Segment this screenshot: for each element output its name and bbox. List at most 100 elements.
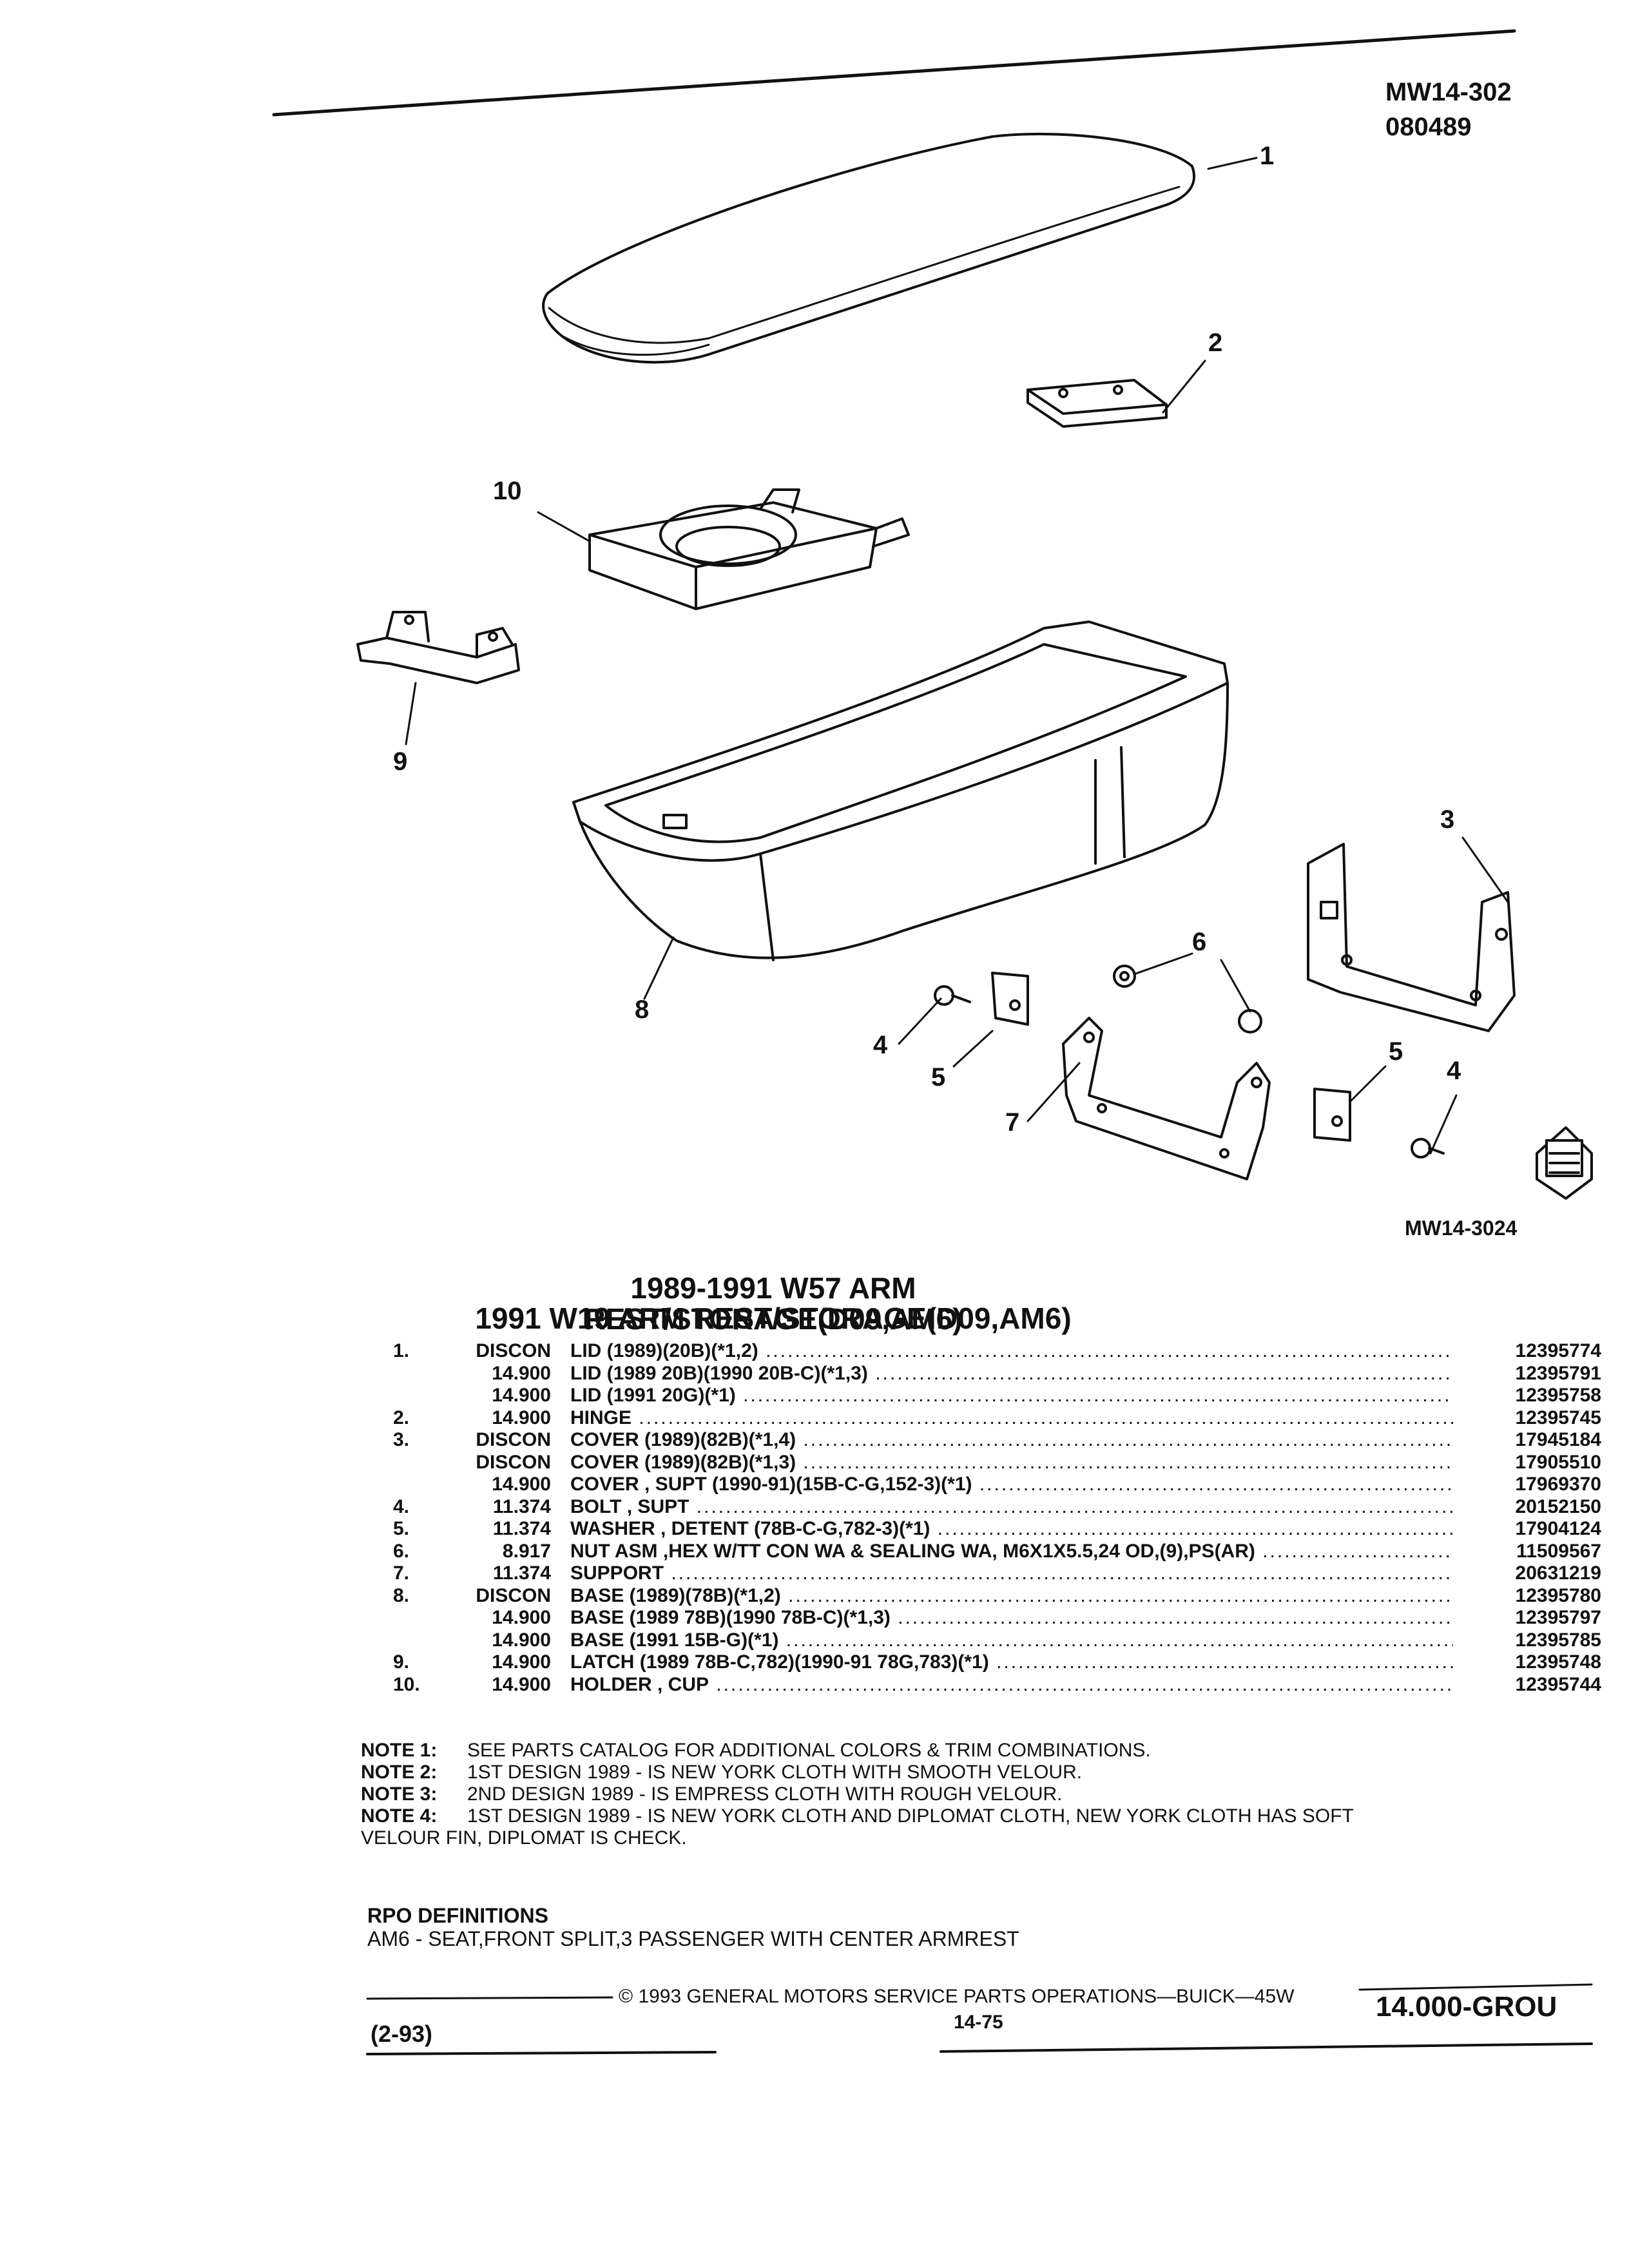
note-text: 1ST DESIGN 1989 - IS NEW YORK CLOTH AND … — [467, 1805, 1354, 1827]
item-code: DISCON — [476, 1429, 551, 1450]
item-description: SUPPORT — [570, 1562, 1453, 1585]
rpo-text: AM6 - SEAT,FRONT SPLIT,3 PASSENGER WITH … — [367, 1927, 1019, 1950]
item-code: DISCON — [476, 1340, 551, 1361]
item-code: 14.900 — [492, 1629, 551, 1651]
item-description: COVER (1989)(82B)(*1,4) — [570, 1429, 1453, 1452]
title-line-1: 1989-1991 W57 ARM REST/STORAGE(D09,AM6) — [584, 1271, 963, 1336]
parts-row: 3. DISCON COVER (1989)(82B)(*1,4) 17945184 — [377, 1429, 1601, 1452]
item-index: 7. — [393, 1562, 410, 1584]
parts-row: 14.900 LID (1991 20G)(*1) 12395758 — [377, 1385, 1601, 1407]
note-label: NOTE 4: — [361, 1805, 438, 1827]
note-text: SEE PARTS CATALOG FOR ADDITIONAL COLORS … — [467, 1740, 1151, 1761]
lid-drawing — [542, 133, 1196, 364]
callout-3: 3 — [1440, 805, 1455, 834]
callout-9: 9 — [393, 747, 408, 776]
item-description: BASE (1989 78B)(1990 78B-C)(*1,3) — [570, 1607, 1453, 1629]
bottom-rule-right — [940, 2042, 1593, 2053]
parts-row: 2.14.900HINGE12395745 — [377, 1407, 1601, 1430]
note-4-continuation: VELOUR FIN, DIPLOMAT IS CHECK. — [361, 1827, 687, 1849]
gm-logo-icon — [1536, 1126, 1593, 1200]
washer-left-drawing — [991, 972, 1029, 1026]
notes-section: NOTE 1:SEE PARTS CATALOG FOR ADDITIONAL … — [361, 1740, 1572, 1849]
item-code: 14.900 — [492, 1651, 551, 1673]
item-code: 14.900 — [492, 1607, 551, 1628]
item-code: DISCON — [476, 1584, 551, 1606]
part-number: 17904124 — [1515, 1518, 1601, 1539]
item-description: HOLDER , CUP — [570, 1674, 1453, 1696]
item-description: LID (1991 20G)(*1) — [570, 1385, 1453, 1407]
part-number: 12395785 — [1515, 1629, 1601, 1651]
item-index: 4. — [393, 1495, 410, 1517]
callout-8: 8 — [635, 995, 650, 1024]
part-number: 17945184 — [1515, 1429, 1601, 1450]
cup-holder-drawing — [588, 488, 910, 610]
footer-section: 14.000-GROU — [1376, 1991, 1557, 2023]
part-number: 12395745 — [1515, 1407, 1601, 1428]
part-number: 17905510 — [1515, 1451, 1601, 1473]
header-rule — [272, 29, 1516, 117]
callout-6: 6 — [1192, 928, 1207, 956]
note-2: NOTE 2: 1ST DESIGN 1989 - IS NEW YORK CLO… — [361, 1762, 1572, 1783]
item-description: LATCH (1989 78B-C,782)(1990-91 78G,783)(… — [570, 1651, 1453, 1674]
clip-drawing — [1238, 1009, 1262, 1033]
callout-10: 10 — [493, 477, 522, 505]
item-code: DISCON — [476, 1451, 551, 1473]
part-number: 12395774 — [1515, 1340, 1601, 1361]
item-code: 11.374 — [492, 1562, 551, 1584]
part-number: 12395797 — [1515, 1607, 1601, 1628]
item-index: 2. — [393, 1407, 410, 1428]
catalog-code: MW14-302 — [1385, 78, 1512, 106]
latch-drawing — [356, 611, 520, 684]
washer-right-drawing — [1313, 1088, 1351, 1142]
footer-revision: (2-93) — [371, 2021, 433, 2047]
item-code: 14.900 — [492, 1474, 551, 1495]
part-number: 12395744 — [1515, 1673, 1601, 1695]
item-code: 11.374 — [492, 1518, 551, 1539]
item-code: 14.900 — [492, 1407, 551, 1428]
item-index: 8. — [393, 1584, 410, 1606]
item-index: 3. — [393, 1429, 410, 1450]
note-4: NOTE 4: 1ST DESIGN 1989 - IS NEW YORK CLO… — [361, 1805, 1572, 1827]
title-line-2: 1991 W19 ARM REST/STORAGE(D09,AM6) — [475, 1302, 1072, 1335]
figure-reference: MW14-3024 — [1405, 1216, 1518, 1240]
leader-lines — [405, 157, 1509, 1155]
callout-5-right: 5 — [1389, 1037, 1403, 1066]
storage-base-drawing — [572, 620, 1229, 961]
bolt-right-drawing — [1411, 1138, 1445, 1158]
item-index: 5. — [393, 1518, 410, 1539]
item-code: 14.900 — [492, 1362, 551, 1384]
part-number: 12395780 — [1515, 1584, 1601, 1606]
note-text: 1ST DESIGN 1989 - IS NEW YORK CLOTH WITH… — [467, 1762, 1083, 1783]
item-code: 11.374 — [492, 1495, 551, 1517]
footer-copyright: © 1993 GENERAL MOTORS SERVICE PARTS OPER… — [619, 1986, 1295, 2007]
item-description: NUT ASM ,HEX W/TT CON WA & SEALING WA, M… — [570, 1541, 1453, 1563]
hinge-drawing — [1027, 379, 1168, 428]
item-code: 14.900 — [492, 1385, 551, 1406]
bolt-left-drawing — [934, 985, 971, 1006]
part-number: 12395748 — [1515, 1651, 1601, 1673]
support-drawing — [1062, 1017, 1271, 1180]
part-number: 20631219 — [1515, 1562, 1601, 1584]
note-label: NOTE 2: — [361, 1762, 438, 1783]
callout-1: 1 — [1260, 142, 1275, 170]
item-code: 14.900 — [492, 1673, 551, 1695]
bottom-rule-left — [366, 2051, 717, 2055]
nut-drawing — [1113, 965, 1136, 988]
item-description: BOLT , SUPT — [570, 1496, 1453, 1519]
catalog-date: 080489 — [1385, 113, 1472, 141]
parts-row: 14.900 BASE (1989 78B)(1990 78B-C)(*1,3) 1… — [377, 1607, 1601, 1629]
footer-rule-left — [366, 1996, 613, 2000]
part-number: 11509567 — [1516, 1540, 1601, 1562]
item-description: COVER (1989)(82B)(*1,3) — [570, 1452, 1453, 1474]
item-index: 1. — [393, 1340, 410, 1361]
parts-row: 7. 11.374 SUPPORT 20631219 — [377, 1562, 1601, 1585]
part-number: 12395758 — [1515, 1385, 1601, 1406]
